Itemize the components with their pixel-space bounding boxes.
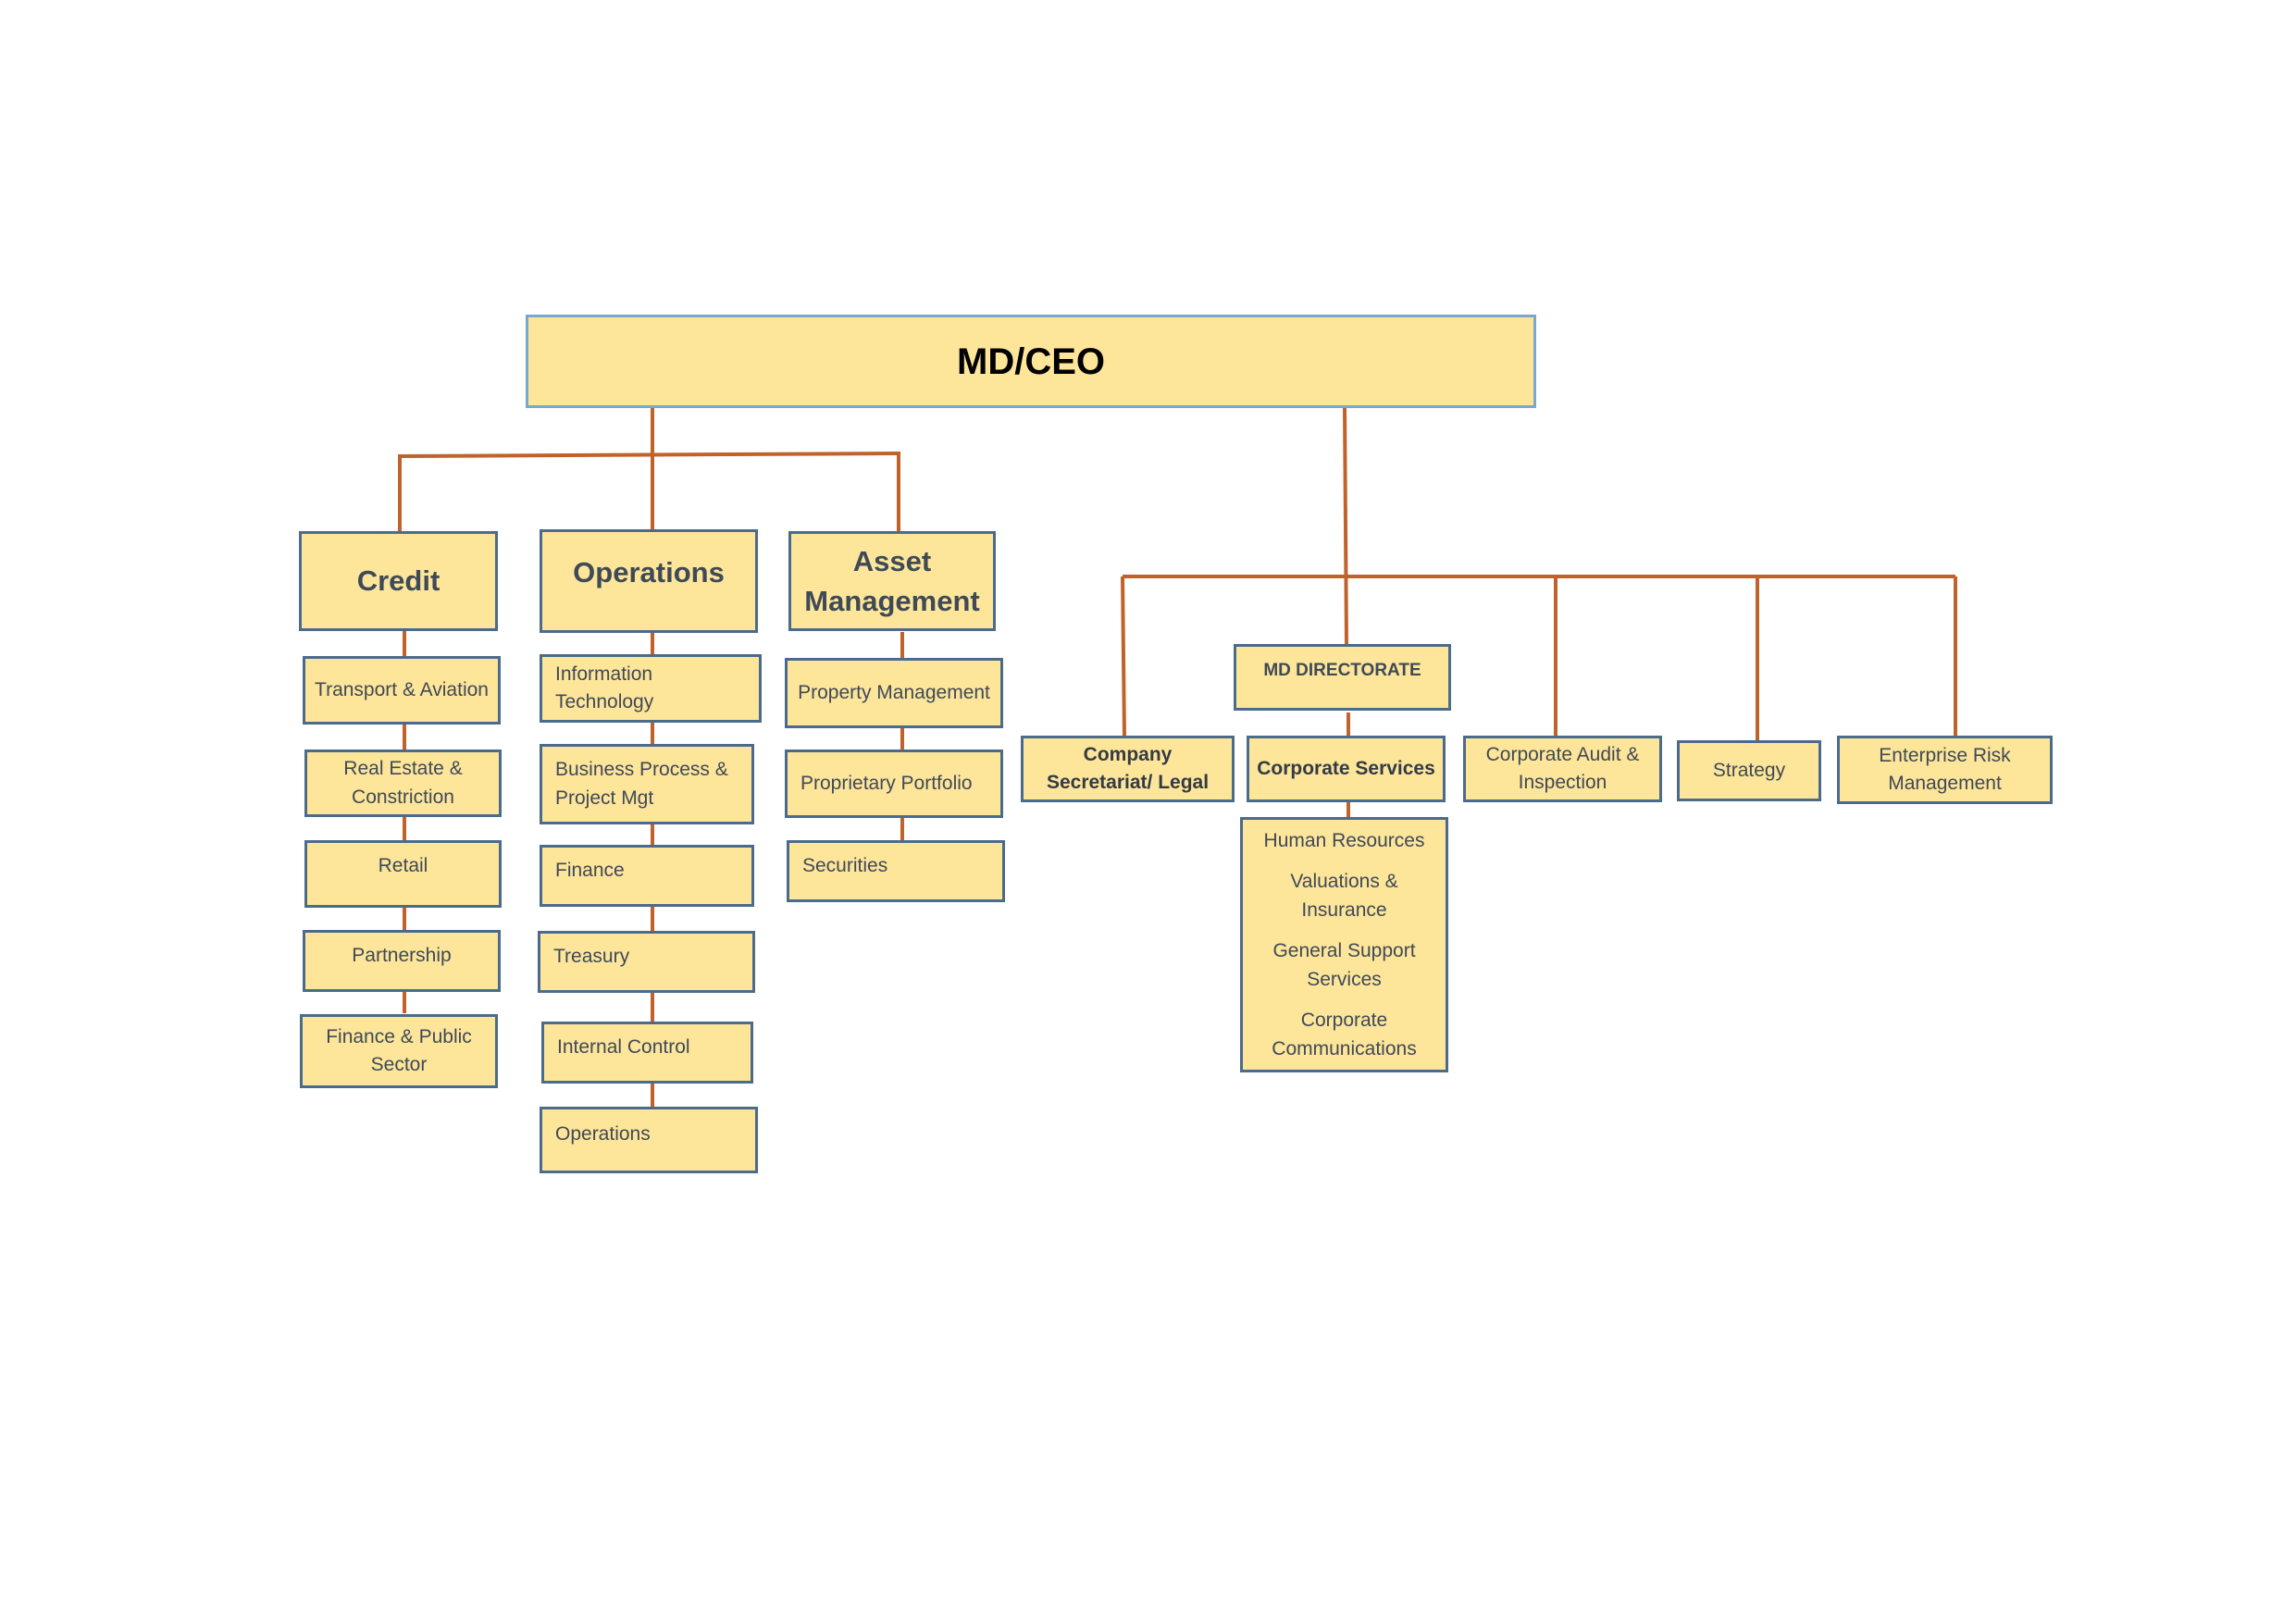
unit-label: Internal Control: [557, 1036, 690, 1058]
unit-label: Finance: [555, 860, 625, 881]
unit-label: Real Estate & Constriction: [343, 758, 463, 808]
company-secretariat-box: Company Secretariat/ Legal: [1021, 736, 1235, 802]
operations-unit-operations: Operations: [540, 1107, 758, 1173]
unit-label: Property Management: [798, 681, 990, 703]
corporate-services-label: Corporate Services: [1257, 757, 1435, 779]
corporate-services-units-box: Human Resources Valuations & Insurance G…: [1240, 817, 1448, 1072]
unit-label: Partnership: [352, 945, 452, 966]
asset-management-label: Asset Management: [804, 544, 980, 617]
corporate-services-unit: Human Resources: [1263, 830, 1425, 851]
unit-label: Finance & Public Sector: [326, 1025, 472, 1075]
asset-unit-property-management: Property Management: [785, 658, 1003, 728]
operations-unit-finance: Finance: [540, 845, 754, 907]
md-directorate-box: MD DIRECTORATE: [1234, 644, 1451, 711]
connector-left-bus: [399, 452, 900, 458]
md-directorate-label: MD DIRECTORATE: [1263, 661, 1421, 680]
corporate-services-unit: Corporate Communications: [1272, 1010, 1417, 1059]
unit-label: Operations: [555, 1123, 651, 1145]
credit-label: Credit: [356, 564, 441, 598]
credit-unit-retail: Retail: [304, 840, 502, 908]
operations-unit-treasury: Treasury: [538, 931, 755, 993]
credit-unit-transport-aviation: Transport & Aviation: [303, 656, 501, 725]
enterprise-risk-box: Enterprise Risk Management: [1837, 736, 2053, 804]
operations-unit-business-process: Business Process & Project Mgt: [540, 744, 754, 824]
asset-unit-proprietary-portfolio: Proprietary Portfolio: [785, 750, 1003, 818]
unit-label: Securities: [802, 855, 888, 876]
operations-unit-internal-control: Internal Control: [541, 1022, 753, 1084]
corporate-services-unit: General Support Services: [1272, 940, 1416, 990]
connector-ceo-directorate: [1343, 406, 1348, 646]
operations-unit-information-technology: Information Technology: [540, 654, 762, 723]
corporate-services-box: Corporate Services: [1247, 736, 1446, 802]
enterprise-risk-label: Enterprise Risk Management: [1879, 744, 2011, 794]
unit-label: Transport & Aviation: [315, 678, 489, 700]
asset-unit-securities: Securities: [787, 840, 1005, 902]
credit-unit-real-estate: Real Estate & Constriction: [304, 750, 502, 817]
connector-company-secretariat: [1121, 576, 1126, 738]
corporate-audit-box: Corporate Audit & Inspection: [1463, 736, 1662, 802]
unit-label: Proprietary Portfolio: [800, 772, 973, 794]
ceo-box: MD/CEO: [526, 315, 1536, 408]
unit-label: Business Process & Project Mgt: [555, 759, 728, 809]
unit-label: Treasury: [553, 946, 630, 967]
unit-label: Retail: [378, 855, 428, 876]
credit-unit-partnership: Partnership: [303, 930, 501, 992]
ceo-label: MD/CEO: [957, 341, 1105, 382]
company-secretariat-label: Company Secretariat/ Legal: [1046, 743, 1210, 793]
operations-label: Operations: [573, 556, 725, 588]
corporate-services-unit: Valuations & Insurance: [1290, 871, 1398, 921]
unit-label: Information Technology: [555, 663, 654, 712]
strategy-box: Strategy: [1677, 740, 1821, 801]
asset-management-box: Asset Management: [788, 531, 996, 631]
credit-box: Credit: [299, 531, 498, 631]
credit-unit-finance-public: Finance & Public Sector: [300, 1014, 498, 1088]
corporate-audit-label: Corporate Audit & Inspection: [1485, 743, 1640, 793]
operations-box: Operations: [540, 529, 758, 633]
strategy-label: Strategy: [1712, 759, 1786, 781]
